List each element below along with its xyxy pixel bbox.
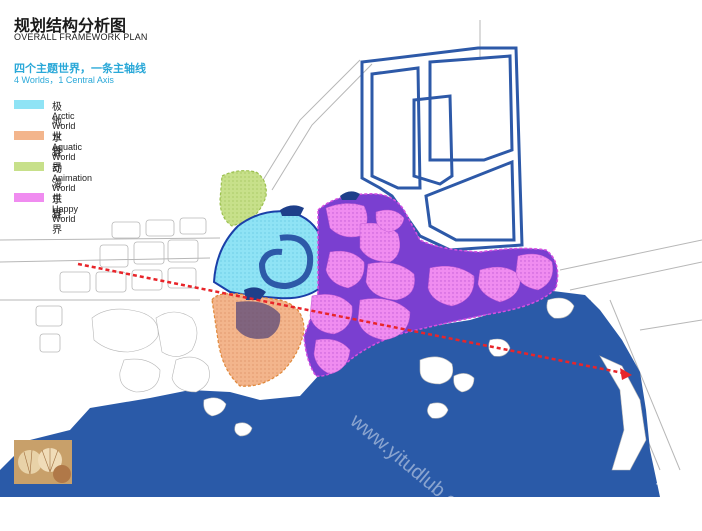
zone-aquatic-world [211, 293, 305, 387]
north-road-blocks [360, 46, 524, 252]
subtitle-en: 4 Worlds，1 Central Axis [14, 75, 114, 85]
page-title-en: OVERALL FRAMEWORK PLAN [14, 32, 148, 42]
legend-label-en: Animation World [52, 173, 93, 193]
city-blocks [35, 217, 207, 353]
legend-label-en: Aquatic World [52, 142, 83, 162]
islands [91, 297, 647, 471]
entry-structures [244, 191, 360, 300]
happy-world-attractions [309, 203, 553, 375]
central-axis [77, 262, 629, 376]
aquatic-dark-core [236, 301, 281, 339]
legend-swatch-happy [14, 193, 44, 202]
shell-thumbnail [14, 440, 72, 484]
zone-animation-world [219, 170, 267, 227]
legend-swatch-arctic [14, 100, 44, 109]
legend-label-cn: 水世界 [52, 133, 62, 174]
legend-label-cn: 动漫世界 [52, 164, 62, 220]
subtitle-cn: 四个主题世界，一条主轴线 [14, 62, 146, 75]
legend-label-cn: 乐世界 [52, 195, 62, 236]
masterplan-map [0, 20, 702, 497]
legend-swatch-animation [14, 162, 44, 171]
legend-label-en: Arctic World [52, 111, 76, 131]
central-axis-arrowhead [620, 368, 632, 380]
arctic-inner-loop [258, 234, 314, 290]
page-title-cn: 规划结构分析图 [14, 16, 127, 35]
legend-label-en: Happy World [52, 204, 79, 224]
legend-label-cn: 极地世界 [52, 102, 62, 158]
legend-swatch-aquatic [14, 131, 44, 140]
corner-logo: 工程 [656, 475, 678, 487]
